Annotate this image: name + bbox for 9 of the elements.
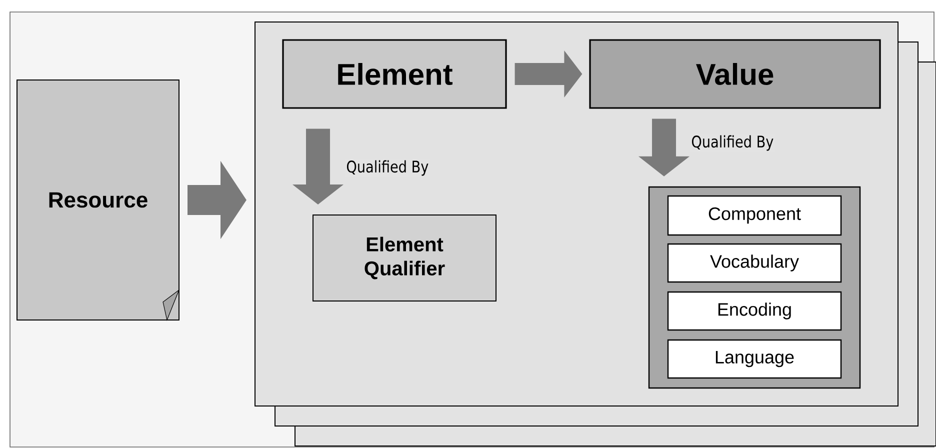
- qualifier-item-box: Vocabulary: [667, 243, 842, 283]
- edge-label: Qualified By: [690, 134, 775, 152]
- element-box: Element: [282, 39, 507, 109]
- qualifier-item-box: Component: [667, 195, 842, 236]
- qualifier-item-box: Language: [667, 339, 842, 379]
- edge-label: Qualified By: [345, 159, 430, 177]
- value-box: Value: [589, 39, 881, 109]
- qualifier-item-box: Encoding: [667, 291, 842, 331]
- qualifier-box: Element Qualifier: [312, 214, 496, 302]
